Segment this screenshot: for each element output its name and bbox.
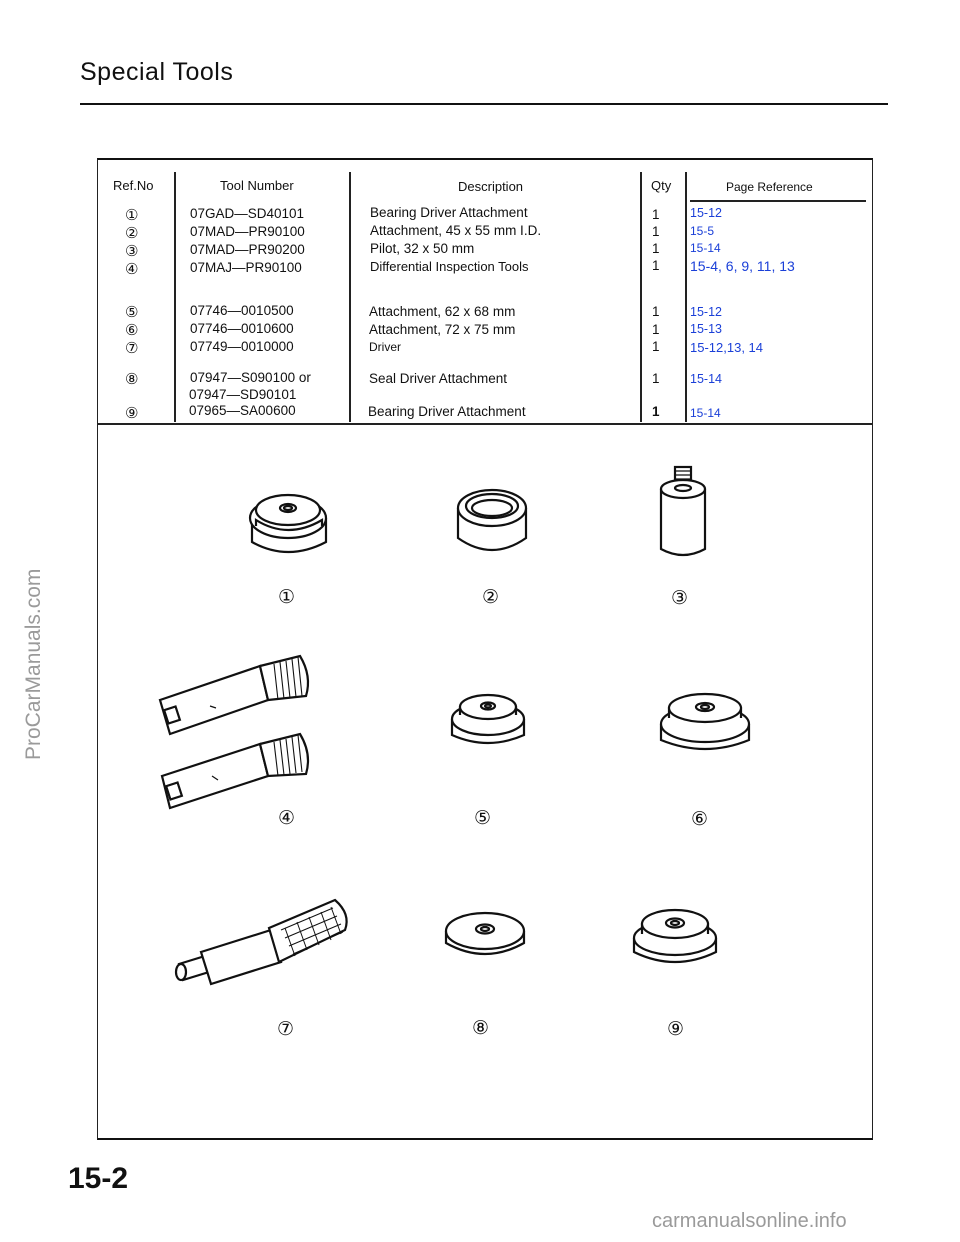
- tool-number: 07746—0010500: [190, 303, 294, 318]
- ref-number: ⑥: [125, 321, 139, 339]
- description: Pilot, 32 x 50 mm: [370, 241, 475, 256]
- column-separator: [640, 172, 642, 422]
- illustration-label: ③: [671, 587, 689, 609]
- quantity: 1: [652, 339, 660, 354]
- page-reference: 15-14: [690, 406, 721, 420]
- ref-number: ⑤: [125, 303, 139, 321]
- ref-number: ⑦: [125, 339, 139, 357]
- tool-number: 07965—SA00600: [189, 403, 296, 418]
- header-page-reference: Page Reference: [726, 180, 813, 194]
- quantity: 1: [652, 224, 660, 239]
- header-description: Description: [458, 179, 524, 194]
- illustration-label: ⑥: [691, 808, 709, 830]
- description: Attachment, 45 x 55 mm I.D.: [370, 223, 542, 238]
- tool-number: 07GAD—SD40101: [190, 206, 305, 221]
- illustration-label: ⑦: [277, 1018, 295, 1040]
- page-reference: 15-14: [690, 241, 721, 255]
- tool-number: 07746—0010600: [190, 321, 294, 336]
- description: Driver: [369, 340, 401, 354]
- bearing-driver-attachment-9-illustration: [632, 908, 718, 964]
- quantity: 1: [652, 241, 660, 256]
- attachment-62x68-illustration: [450, 693, 526, 745]
- header-tool-number: Tool Number: [220, 178, 294, 193]
- bearing-driver-attachment-illustration: [248, 493, 328, 553]
- ref-number: ②: [125, 224, 139, 242]
- page-reference: 15-12,13, 14: [690, 340, 764, 355]
- ref-number: ③: [125, 242, 139, 260]
- tools-frame: [97, 158, 873, 1140]
- differential-inspection-tools-illustration: [158, 654, 310, 810]
- description: Seal Driver Attachment: [369, 371, 508, 386]
- page-reference: 15-12: [690, 305, 722, 319]
- attachment-45x55-illustration: [456, 488, 528, 551]
- description: Bearing Driver Attachment: [370, 205, 528, 220]
- ref-number: ⑧: [125, 370, 139, 388]
- illustration-label: ⑧: [472, 1017, 490, 1039]
- watermark-left: ProCarManuals.com: [22, 568, 45, 760]
- driver-illustration: [174, 898, 348, 986]
- page-reference: 15-4, 6, 9, 11, 13: [690, 258, 795, 274]
- ref-number: ⑨: [125, 404, 139, 422]
- pilot-illustration: [659, 465, 707, 557]
- table-bottom-rule: [97, 423, 873, 425]
- page-reference: 15-12: [690, 206, 722, 220]
- ref-number: ①: [125, 206, 139, 224]
- column-separator: [174, 172, 176, 422]
- description: Attachment, 72 x 75 mm: [369, 322, 516, 337]
- column-separator: [349, 172, 351, 422]
- quantity: 1: [652, 371, 660, 386]
- page-reference: 15-13: [690, 322, 722, 336]
- header-rule-page: [690, 200, 866, 202]
- page-title: Special Tools: [80, 58, 234, 86]
- illustration-label: ⑨: [667, 1018, 685, 1040]
- page-reference: 15-14: [690, 372, 722, 386]
- description: Differential Inspection Tools: [370, 259, 529, 274]
- quantity: 1: [652, 207, 660, 222]
- quantity: 1: [652, 258, 660, 273]
- illustration-label: ②: [482, 586, 500, 608]
- illustration-label: ①: [278, 586, 296, 608]
- seal-driver-attachment-illustration: [444, 911, 526, 956]
- tool-number: 07947—S090100 or: [190, 370, 311, 385]
- illustration-label: ⑤: [474, 807, 492, 829]
- tool-number: 07MAD—PR90200: [190, 242, 305, 257]
- illustration-label: ④: [278, 807, 296, 829]
- quantity: 1: [652, 322, 660, 337]
- tool-number: 07947—SD90101: [189, 387, 297, 402]
- column-separator: [685, 172, 687, 422]
- header-ref-no: Ref.No: [113, 178, 154, 193]
- page-number: 15-2: [68, 1162, 129, 1195]
- tool-number: 07MAJ—PR90100: [190, 260, 302, 275]
- page-reference: 15-5: [690, 224, 715, 238]
- ref-number: ④: [125, 260, 139, 278]
- watermark-bottom: carmanualsonline.info: [652, 1210, 847, 1232]
- attachment-72x75-illustration: [659, 692, 751, 751]
- header-qty: Qty: [651, 178, 672, 193]
- tool-number: 07MAD—PR90100: [190, 224, 305, 239]
- tool-number: 07749—0010000: [190, 339, 294, 354]
- quantity: 1: [652, 304, 660, 319]
- quantity: 1: [652, 404, 660, 419]
- description: Bearing Driver Attachment: [368, 404, 526, 419]
- description: Attachment, 62 x 68 mm: [369, 304, 516, 319]
- title-rule: [80, 103, 888, 105]
